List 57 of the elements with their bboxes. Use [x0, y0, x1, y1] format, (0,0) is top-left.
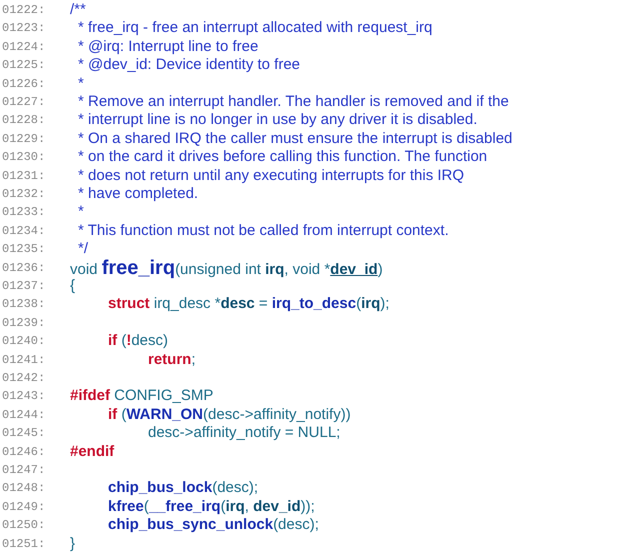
code-line: { — [70, 277, 76, 295]
comment-line: */ — [78, 240, 88, 258]
comment-line: * Remove an interrupt handler. The handler is removed and if the — [78, 93, 509, 111]
comment-line: * — [78, 203, 84, 222]
line-number: 01251: — [2, 536, 46, 551]
code-line: if (!desc) — [108, 332, 168, 350]
line-number: 01239: — [2, 316, 46, 330]
comment-line: /** — [70, 1, 86, 19]
comment-line: * @irq: Interrupt line to free — [78, 38, 258, 56]
line-number: 01242: — [2, 371, 46, 385]
comment-line: * @dev_id: Device identity to free — [78, 56, 300, 74]
line-number: 01236: — [2, 260, 46, 275]
line-number: 01222: — [2, 3, 46, 17]
line-number: 01241: — [2, 352, 46, 367]
line-number: 01248: — [2, 481, 46, 496]
comment-line: * does not return until any executing interrupts for this IRQ — [78, 166, 464, 185]
code-line: kfree(__free_irq(irq, dev_id)); — [108, 498, 315, 516]
comment-line: * on the card it drives before calling this function. The function — [78, 148, 488, 166]
code-line: } — [70, 534, 76, 553]
comment-line: * On a shared IRQ the caller must ensure the interrupt is disabled — [78, 130, 512, 148]
code-line: if (WARN_ON(desc->affinity_notify)) — [108, 406, 351, 424]
line-number: 01223: — [2, 21, 46, 36]
line-number: 01231: — [2, 168, 46, 183]
code-line: #ifdef CONFIG_SMP — [70, 387, 214, 406]
line-number: 01235: — [2, 242, 46, 256]
code-line: void free_irq(unsigned int irq, void *dev_id) — [70, 258, 383, 279]
line-number: 01225: — [2, 58, 46, 72]
line-number: 01237: — [2, 279, 46, 293]
line-number: 01233: — [2, 205, 46, 220]
comment-line: * have completed. — [78, 185, 198, 203]
code-line: struct irq_desc *desc = irq_to_desc(irq); — [108, 295, 390, 314]
line-number: 01244: — [2, 408, 46, 422]
line-number: 01234: — [2, 224, 46, 238]
code-line: chip_bus_lock(desc); — [108, 479, 258, 498]
code-line: #endif — [70, 442, 114, 461]
line-number: 01249: — [2, 500, 46, 514]
line-number: 01240: — [2, 334, 46, 348]
line-number: 01245: — [2, 426, 46, 440]
line-number: 01228: — [2, 113, 46, 128]
line-number: 01243: — [2, 389, 46, 404]
line-number: 01238: — [2, 297, 46, 312]
comment-line: * free_irq - free an interrupt allocated with request_irq — [78, 19, 432, 38]
line-number: 01229: — [2, 132, 46, 146]
line-number: 01232: — [2, 187, 46, 201]
comment-line: * This function must not be called from interrupt context. — [78, 222, 449, 240]
line-number: 01226: — [2, 76, 46, 91]
line-number: 01250: — [2, 518, 46, 532]
code-line: chip_bus_sync_unlock(desc); — [108, 516, 319, 534]
code-line: desc->affinity_notify = NULL; — [148, 424, 340, 442]
line-number: 01246: — [2, 444, 46, 459]
line-number: 01227: — [2, 95, 46, 109]
line-number: 01230: — [2, 150, 46, 164]
line-number: 01247: — [2, 463, 46, 477]
comment-line: * — [78, 74, 84, 93]
comment-line: * interrupt line is no longer in use by any driver it is disabled. — [78, 111, 478, 130]
line-number: 01224: — [2, 40, 46, 54]
code-line: return; — [148, 350, 196, 369]
